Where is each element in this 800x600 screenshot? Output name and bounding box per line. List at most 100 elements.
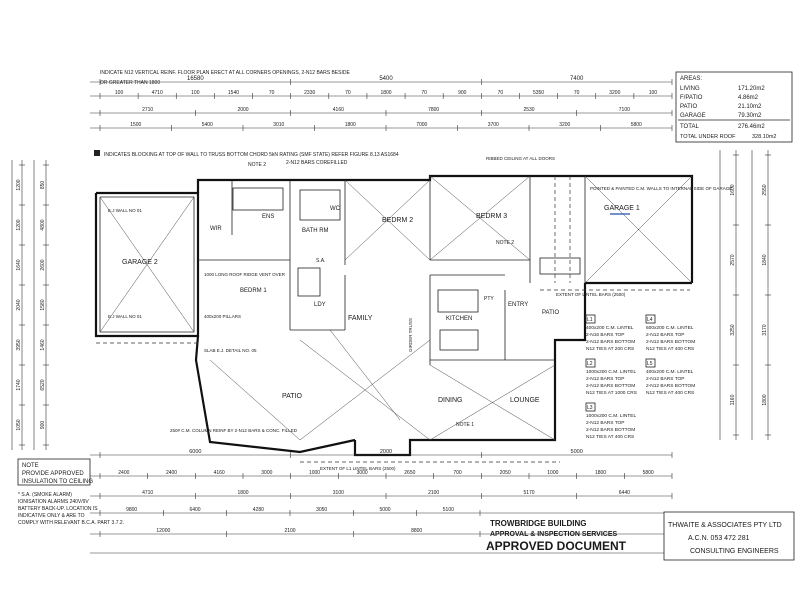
dimension-label: 2400 <box>166 470 177 476</box>
room-lounge: LOUNGE <box>510 397 540 404</box>
lintel-code: L2 <box>587 361 593 367</box>
svg-text:GARAGE: GARAGE <box>680 113 706 119</box>
dimension-label: 2600 <box>40 259 46 270</box>
room-ens: ENS <box>262 214 274 220</box>
dimension-label: 5170 <box>523 490 534 496</box>
dimension-label: 2100 <box>284 528 295 534</box>
lintel-spec-line: 600x200 C.M. LINTEL <box>646 325 694 331</box>
svg-text:PROVIDE APPROVED: PROVIDE APPROVED <box>22 471 84 477</box>
svg-text:TROWBRIDGE BUILDING: TROWBRIDGE BUILDING <box>490 519 586 528</box>
approval-stamp: TROWBRIDGE BUILDING APPROVAL & INSPECTIO… <box>486 519 627 553</box>
lintel-spec-line: 2-N12 BARS TOP <box>586 420 624 426</box>
dimension-label: 2000 <box>380 449 392 455</box>
dimension-label: 1740 <box>16 379 22 390</box>
top-reinforcement-note-2: OR GREATER THAN 1800 <box>100 80 160 86</box>
dimension-label: 3050 <box>316 507 327 513</box>
svg-text:PATIO: PATIO <box>680 104 697 110</box>
corefilled-note: 2-N12 BARS COREFILLED <box>286 160 348 166</box>
dimension-label: 5100 <box>443 507 454 513</box>
room-family: FAMILY <box>348 315 373 322</box>
room-kitchen: KITCHEN <box>446 316 472 322</box>
engineer-title-block: THWAITE & ASSOCIATES PTY LTD A.C.N. 053 … <box>663 511 795 561</box>
room-garage-1: GARAGE 1 <box>604 205 640 212</box>
dimension-label: 2000 <box>237 107 248 113</box>
dimension-label: 1840 <box>762 254 768 265</box>
dimension-label: 1800 <box>380 90 391 96</box>
svg-text:INSULATION TO CEILING: INSULATION TO CEILING <box>22 479 93 485</box>
dimension-label: 2530 <box>523 107 534 113</box>
dimension-label: 9800 <box>126 507 137 513</box>
lintel-code: L4 <box>647 317 653 323</box>
dimension-label: 4710 <box>142 490 153 496</box>
svg-text:171.20m2: 171.20m2 <box>738 86 765 92</box>
dimension-label: 4280 <box>253 507 264 513</box>
svg-text:THWAITE & ASSOCIATES PTY LTD: THWAITE & ASSOCIATES PTY LTD <box>668 522 782 529</box>
dimension-label: 1500 <box>130 122 141 128</box>
dimension-label: 6520 <box>40 379 46 390</box>
dimension-label: 100 <box>115 90 124 96</box>
lintel-spec-line: 2-N12 BARS BOTTOM <box>586 339 635 345</box>
blocking-note: INDICATES BLOCKING AT TOP OF WALL TO TRU… <box>94 150 399 158</box>
lintel-spec-line: N12 TIES AT 200 CRS <box>586 346 634 352</box>
room-bedroom-3: BEDRM 3 <box>476 213 507 220</box>
dimension-label: 8800 <box>411 528 422 534</box>
ceiling-diagonals <box>99 175 693 441</box>
dimension-label: 850 <box>40 181 46 190</box>
lintel-spec-line: 2-N16 BARS TOP <box>586 332 624 338</box>
dimension-label: 3250 <box>730 324 736 335</box>
room-pantry: PTY <box>484 296 494 302</box>
dimension-label: 5400 <box>379 76 393 82</box>
note-2-label: NOTE 2 <box>248 162 266 168</box>
dimension-label: 12000 <box>156 528 170 534</box>
dimension-label: 3700 <box>488 122 499 128</box>
room-labels: GARAGE 2 GARAGE 1 WIR ENS BEDRM 1 BATH R… <box>122 205 640 404</box>
dimension-label: 1640 <box>16 259 22 270</box>
roof-vent-note: 1000 LONG ROOF RIDGE VENT OVER <box>204 272 286 277</box>
lintel-spec-line: 2-N12 BARS BOTTOM <box>646 339 695 345</box>
dimension-label: 6400 <box>189 507 200 513</box>
room-bedroom-1: BEDRM 1 <box>240 288 267 294</box>
dimension-label: 3100 <box>333 490 344 496</box>
dimension-label: 1800 <box>762 394 768 405</box>
lintel-spec-line: N12 TIES AT 400 CRS <box>646 390 694 396</box>
lintel-extent-lines <box>96 176 690 463</box>
dimension-label: 7800 <box>428 107 439 113</box>
dimension-label: 2400 <box>118 470 129 476</box>
girder-truss-label: GIRDER TRUSS <box>408 318 413 352</box>
svg-text:328.10m2: 328.10m2 <box>752 134 776 140</box>
dimension-label: 1160 <box>730 394 736 405</box>
smoke-note-line: IONISATION ALARMS 240V/9V <box>18 499 89 505</box>
dimension-label: 1460 <box>40 339 46 350</box>
lintel-spec-line: N12 TIES AT 400 CRS <box>646 346 694 352</box>
column-note: 250# C.M. COLUMN REINF BY 2-N12 BARS & C… <box>170 428 298 433</box>
dimension-label: 4710 <box>152 90 163 96</box>
dimension-label: 3200 <box>559 122 570 128</box>
dimension-label: 2650 <box>404 470 415 476</box>
svg-text:21.10m2: 21.10m2 <box>738 104 762 110</box>
dimension-label: 1000 <box>547 470 558 476</box>
lintel-spec-line: 2-N12 BARS TOP <box>646 332 684 338</box>
lintel-code: L5 <box>647 361 653 367</box>
dimension-label: 7100 <box>619 107 630 113</box>
pillars-note: 400x200 PILLARS <box>204 314 241 319</box>
areas-table: AREAS: LIVING 171.20m2 F/PATIO 4.86m2 PA… <box>675 71 793 143</box>
dimension-label: 1800 <box>595 470 606 476</box>
dimension-label: 3200 <box>609 90 620 96</box>
smoke-note-line: COMPLY WITH RELEVANT B.C.A. PART 3.7.2. <box>18 520 124 526</box>
room-wc: WC <box>330 206 341 212</box>
svg-text:INDICATES BLOCKING AT TOP OF W: INDICATES BLOCKING AT TOP OF WALL TO TRU… <box>104 152 399 158</box>
dimension-label: 1800 <box>237 490 248 496</box>
insulation-note: NOTE PROVIDE APPROVED INSULATION TO CEIL… <box>17 458 93 486</box>
dimension-label: 3000 <box>261 470 272 476</box>
dimension-label: 2040 <box>16 299 22 310</box>
dimension-label: 1050 <box>16 419 22 430</box>
dimension-label: 1000 <box>309 470 320 476</box>
dimension-label: 3950 <box>16 339 22 350</box>
dimension-label: 1200 <box>16 179 22 190</box>
lintel-code: L1 <box>587 317 593 323</box>
room-patio: PATIO <box>282 393 303 400</box>
